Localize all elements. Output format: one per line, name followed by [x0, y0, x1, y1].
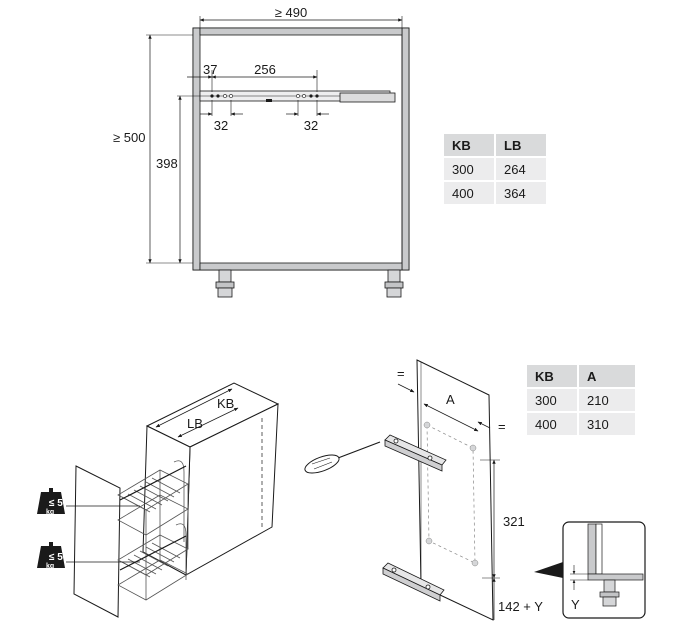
lower-bracket	[382, 562, 445, 602]
left-leg	[215, 269, 235, 298]
bottom-offset-dimension: 142 + Y	[498, 599, 543, 614]
load-weight-upper-icon: ≤ 5 kg	[37, 488, 65, 516]
a-label: A	[446, 392, 455, 407]
cabinet-section-drawing: ≥ 490 ≥ 500 398 37 256 32 32	[113, 5, 410, 298]
cell: 310	[577, 411, 635, 435]
cabinet-basket-illustration: KB LB ≤ 5 kg	[37, 382, 280, 618]
load-lower-value: ≤ 5	[49, 552, 63, 563]
hole-pitch-right: 32	[304, 118, 318, 133]
cell: 300	[444, 156, 495, 181]
header-a: A	[577, 365, 635, 388]
hole-pitch-left: 32	[214, 118, 228, 133]
rail-height-dimension: 398	[156, 156, 178, 171]
screwdriver-icon	[304, 441, 381, 474]
mounting-illustration: = = A 321 142	[304, 359, 646, 621]
header-kb: KB	[444, 134, 495, 157]
table-row: 300 264	[444, 156, 546, 181]
table-header-row: KB LB	[444, 134, 546, 157]
cell: 364	[494, 180, 546, 204]
cell: 300	[527, 387, 578, 412]
cell: 264	[494, 156, 546, 181]
leg-detail-callout: Y	[562, 521, 646, 619]
rail-offset-dimension: 37	[203, 62, 217, 77]
width-dimension: ≥ 490	[275, 5, 307, 20]
mount-height-dimension: 321	[503, 514, 525, 529]
drawer-rail	[199, 90, 396, 103]
load-lower-unit: kg	[46, 563, 54, 570]
load-upper-unit: kg	[46, 509, 54, 516]
kb-lb-table: KB LB 300 264 400 364	[444, 134, 546, 204]
header-lb: LB	[494, 134, 546, 157]
height-dimension: ≥ 500	[113, 130, 145, 145]
load-weight-lower-icon: ≤ 5 kg	[37, 542, 65, 570]
table-row: 400 310	[527, 411, 635, 435]
cell: 400	[527, 411, 578, 435]
equal-left: =	[397, 366, 405, 381]
table-header-row: KB A	[527, 365, 635, 388]
table-row: 400 364	[444, 180, 546, 204]
lb-label: LB	[187, 416, 203, 431]
equal-right: =	[498, 419, 506, 434]
header-kb: KB	[527, 365, 578, 388]
y-label: Y	[571, 597, 580, 612]
table-row: 300 210	[527, 387, 635, 412]
load-upper-value: ≤ 5	[49, 498, 63, 509]
cell: 210	[577, 387, 635, 412]
right-leg	[384, 269, 404, 298]
kb-a-table: KB A 300 210 400 310	[527, 365, 635, 435]
rail-spacing-dimension: 256	[254, 62, 276, 77]
upper-bracket	[384, 434, 447, 472]
cell: 400	[444, 180, 495, 204]
kb-label: KB	[217, 396, 234, 411]
